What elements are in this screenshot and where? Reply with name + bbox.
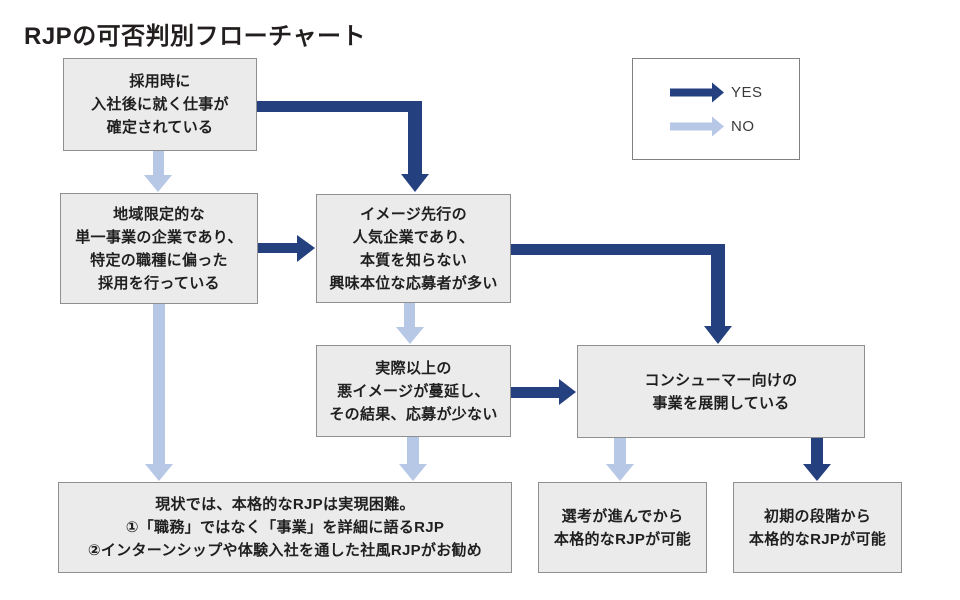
node-line: 人気企業であり、: [352, 228, 475, 246]
arrow-consumer-to-early-rjp-yes: [803, 438, 831, 481]
node-image-led: イメージ先行の 人気企業であり、 本質を知らない 興味本位な応募者が多い: [316, 194, 511, 303]
legend-row-no: NO: [670, 116, 799, 137]
arrow-image-led-to-consumer-yes: [511, 244, 732, 344]
legend-yes-label: YES: [731, 83, 763, 101]
arrow-start-to-regional-no: [144, 151, 172, 192]
node-rjp-difficult: 現状では、本格的なRJPは実現困難。 ①「職務」ではなく「事業」を詳細に語るRJ…: [58, 482, 512, 573]
node-line: 地域限定的な: [113, 205, 205, 223]
arrow-bad-image-to-consumer-yes: [511, 379, 576, 405]
node-line: イメージ先行の: [360, 205, 467, 223]
node-line: 入社後に就く仕事が: [91, 96, 229, 113]
node-line: ①「職務」ではなく「事業」を詳細に語るRJP: [125, 519, 445, 536]
node-line: 本質を知らない: [359, 251, 468, 269]
page-title: RJPの可否判別フローチャート: [24, 23, 366, 50]
node-line: コンシューマー向けの: [644, 371, 798, 389]
node-line: 確定されている: [106, 119, 214, 136]
node-line: 初期の段階から: [763, 507, 872, 525]
node-line: ②インターンシップや体験入社を通した社風RJPがお勧め: [87, 542, 483, 559]
legend-row-yes: YES: [670, 82, 799, 103]
node-rjp-later-possible: 選考が進んでから 本格的なRJPが可能: [538, 482, 707, 573]
node-line: 事業を展開している: [652, 394, 790, 412]
arrow-consumer-to-later-rjp-no: [606, 438, 634, 481]
node-line: 特定の職種に偏った: [90, 251, 228, 269]
node-line: 興味本位な応募者が多い: [329, 274, 498, 292]
node-line: 選考が進んでから: [561, 507, 684, 525]
arrow-bad-image-to-difficult-no: [399, 437, 427, 481]
node-line: 採用時に: [129, 73, 191, 90]
node-bad-image: 実際以上の 悪イメージが蔓延し、 その結果、応募が少ない: [316, 345, 511, 437]
yes-arrow-icon: [670, 82, 724, 102]
node-line: 採用を行っている: [98, 274, 220, 292]
legend-no-label: NO: [731, 117, 755, 135]
node-regional: 地域限定的な 単一事業の企業であり、 特定の職種に偏った 採用を行っている: [60, 193, 258, 304]
node-start: 採用時に 入社後に就く仕事が 確定されている: [63, 58, 257, 151]
arrow-image-led-to-bad-image-no: [396, 303, 424, 344]
node-line: 現状では、本格的なRJPは実現困難。: [155, 496, 415, 513]
node-line: 悪イメージが蔓延し、: [337, 382, 490, 400]
node-line: 実際以上の: [375, 359, 452, 377]
no-arrow-icon: [670, 116, 724, 136]
legend: YES NO: [632, 58, 800, 160]
node-rjp-early-possible: 初期の段階から 本格的なRJPが可能: [733, 482, 902, 573]
node-consumer: コンシューマー向けの 事業を展開している: [577, 345, 865, 438]
arrow-start-to-image-led-yes: [257, 101, 429, 192]
node-line: 単一事業の企業であり、: [75, 228, 243, 246]
arrow-regional-to-difficult-no: [145, 304, 173, 481]
node-line: その結果、応募が少ない: [329, 405, 498, 423]
node-line: 本格的なRJPが可能: [748, 530, 887, 548]
node-line: 本格的なRJPが可能: [553, 530, 692, 548]
arrow-regional-to-image-led-yes: [258, 235, 315, 262]
